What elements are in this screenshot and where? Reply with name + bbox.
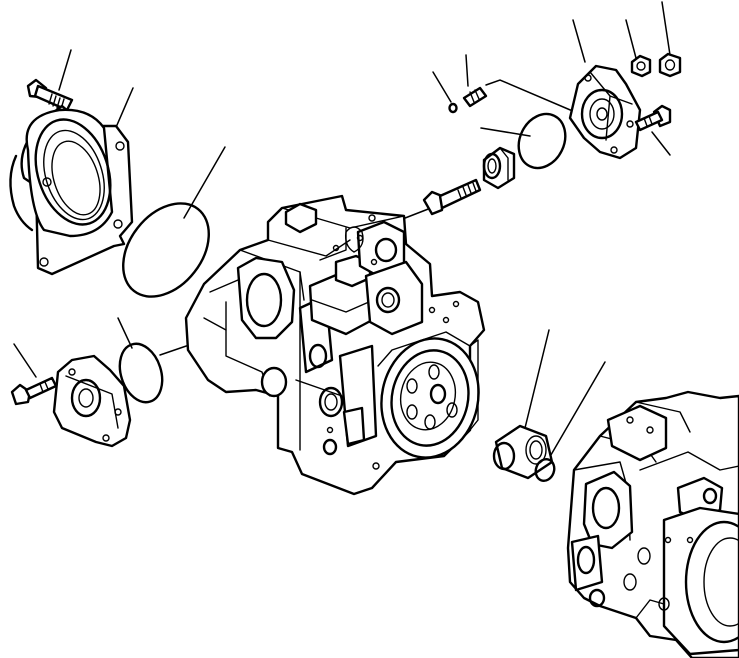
snap-ring [533,457,557,484]
mounting-flange [10,106,132,274]
leader-lines [14,2,670,460]
cover-bolt-left [12,378,56,404]
cover-bolt-right [636,106,670,130]
bearing-sleeve [494,426,552,478]
pump-body [186,196,489,494]
long-bolt [424,180,480,214]
nut-1 [632,56,650,76]
nut-2 [660,54,680,76]
small-o-ring-left [113,338,170,407]
mount-bolt-left [28,80,72,110]
adjacent-pump-body [568,392,739,658]
o-ring-right [510,106,574,176]
end-cover-right [570,66,640,158]
small-ball [450,104,457,112]
large-o-ring [106,187,227,313]
stud [464,88,486,106]
end-cover-left [54,356,130,446]
plug [484,148,514,188]
